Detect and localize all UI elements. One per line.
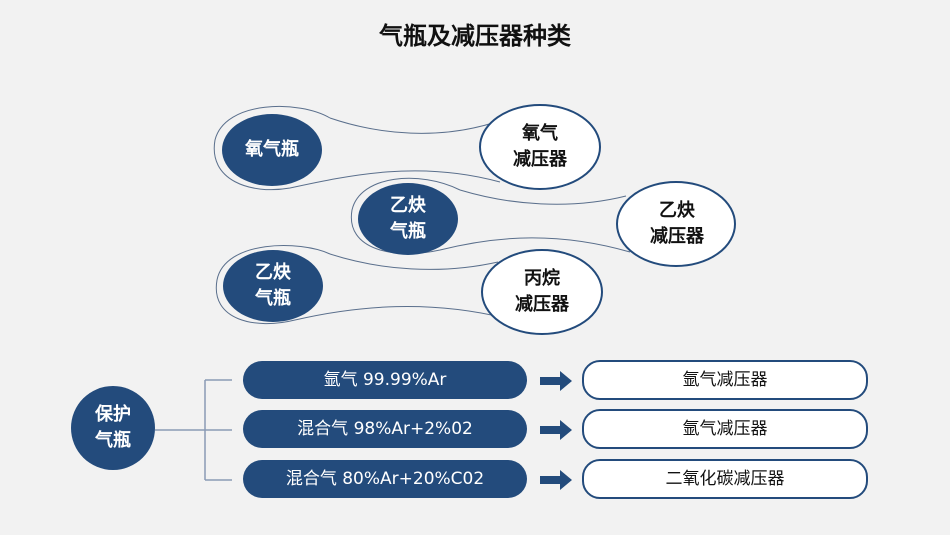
- arrow-icon: [540, 420, 572, 440]
- regulator-ellipse: [616, 181, 736, 267]
- connector-outline: [459, 189, 627, 205]
- regulator-label: 氧气减压器: [480, 121, 600, 173]
- protect-line: 气瓶: [95, 430, 131, 451]
- regulator-box: 二氧化碳减压器: [582, 459, 868, 499]
- cylinder-line: 气瓶: [390, 221, 426, 242]
- arrow-icon: [540, 470, 572, 490]
- cylinder-line: 乙炔: [390, 195, 426, 216]
- cylinder-ellipse: [222, 114, 322, 186]
- regulator-line: 丙烷: [524, 268, 560, 289]
- connector-outline: [350, 177, 631, 255]
- regulator-line: 减压器: [650, 226, 704, 247]
- cylinder-label: 乙炔气瓶: [223, 260, 323, 312]
- regulator-box: 氩气减压器: [582, 360, 868, 400]
- regulator-label: 乙炔减压器: [617, 198, 737, 250]
- cylinder-label: 乙炔气瓶: [358, 193, 458, 245]
- arrow-icon: [540, 371, 572, 391]
- connector-outline: [213, 105, 501, 191]
- connector-outline: [329, 117, 497, 134]
- protect-circle: [71, 386, 155, 470]
- regulator-line: 乙炔: [659, 200, 695, 221]
- gas-pill: 混合气 80%Ar+20%C02: [243, 460, 527, 498]
- regulator-line: 减压器: [515, 294, 569, 315]
- cylinder-line: 乙炔: [255, 262, 291, 283]
- cylinder-ellipse: [358, 183, 458, 255]
- connector-outline: [215, 245, 506, 325]
- page-title: 气瓶及减压器种类: [379, 22, 571, 50]
- regulator-ellipse: [481, 249, 603, 335]
- gas-pill: 混合气 98%Ar+2%02: [243, 410, 527, 448]
- regulator-label: 丙烷减压器: [482, 266, 602, 318]
- protect-line: 保护: [95, 404, 131, 425]
- connector-outline: [329, 253, 499, 270]
- regulator-line: 减压器: [513, 149, 567, 170]
- cylinder-label: 氧气瓶: [245, 139, 299, 160]
- cylinder-line: 气瓶: [255, 288, 291, 309]
- bracket-lines: [155, 379, 232, 481]
- cylinder-ellipse: [223, 250, 323, 322]
- regulator-line: 氧气: [522, 123, 558, 144]
- protect-label: 保护气瓶: [71, 402, 155, 454]
- regulator-box: 氩气减压器: [582, 409, 868, 449]
- gas-pill: 氩气 99.99%Ar: [243, 361, 527, 399]
- regulator-ellipse: [479, 104, 601, 190]
